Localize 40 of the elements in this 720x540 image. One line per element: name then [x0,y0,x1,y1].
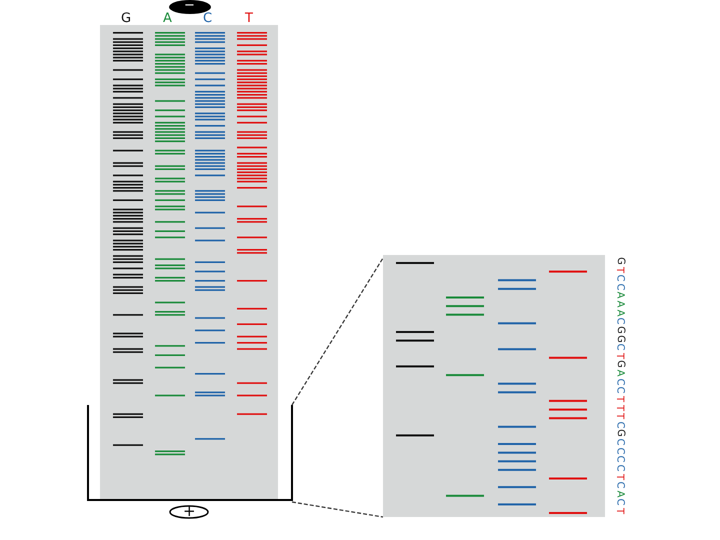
gel-detail-drawing [383,255,605,517]
base-letter: A [614,309,624,316]
bracket [87,405,293,501]
lane-label: A [163,12,172,25]
base-letter: C [614,283,624,290]
base-letter: A [614,292,624,299]
zoom-line [292,501,384,518]
base-letter: T [614,266,624,273]
electrode-sign: − [184,0,195,12]
base-letter: C [614,498,624,506]
base-letter: T [614,473,624,480]
base-letter: G [614,334,625,342]
electrode-sign: + [183,504,196,519]
base-letter: A [614,490,624,498]
base-letter: C [614,378,624,386]
base-letter: T [614,404,624,411]
base-letter: G [614,430,625,438]
base-letter: C [614,482,624,489]
base-letter: C [614,438,624,446]
base-letter: C [614,318,624,325]
base-letter: C [614,386,624,394]
base-letter: T [614,413,624,420]
lane-label: C [203,12,212,25]
base-letter: C [614,447,624,454]
lane-label: T [245,12,253,25]
lane-label: G [121,12,132,25]
zoom-line [292,258,384,406]
base-letter: C [614,344,624,351]
base-letter: C [614,421,624,428]
base-letter: T [614,352,624,359]
base-letter: A [614,370,624,376]
base-letter: C [614,274,624,282]
base-letter: T [614,396,624,402]
base-letter: G [614,360,625,368]
base-letter: G [614,326,625,334]
base-letter: T [614,508,624,514]
base-letter: A [614,300,624,308]
base-letter: G [614,257,625,265]
base-letter: C [614,464,624,472]
base-letter: C [614,456,624,463]
